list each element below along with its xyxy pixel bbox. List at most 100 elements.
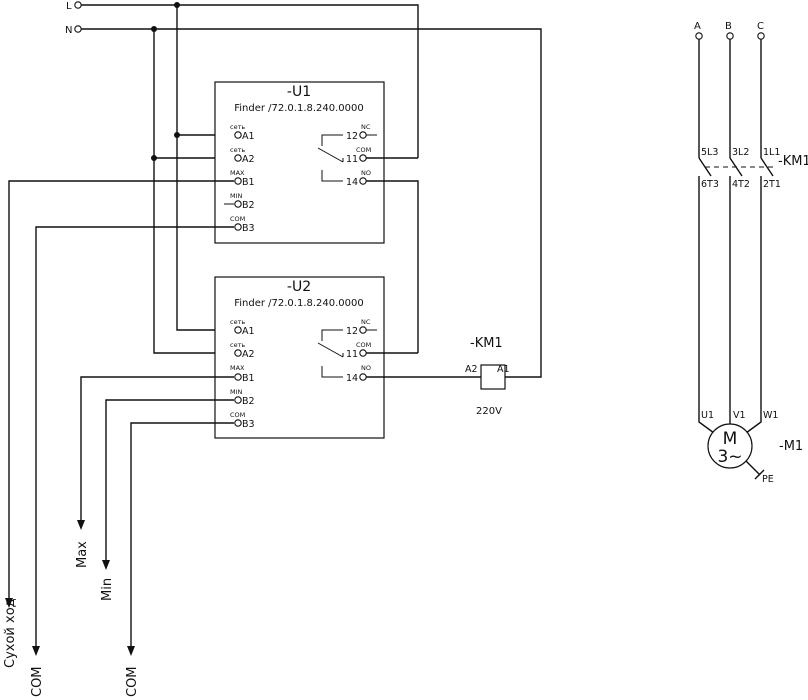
terminal-12 [359,326,367,334]
coil-title: -KM1 [470,336,503,351]
coil-body [480,364,506,390]
terminal-b1 [234,177,242,185]
terminal-a2 [234,154,242,162]
terminal-11 [359,154,367,162]
pin-a2: A2 [242,154,255,165]
pin-b3: B3 [242,419,255,430]
terminal-a1 [234,131,242,139]
coil-km1: -KM1 A2 A1 220V [465,336,510,417]
junction-dot [174,132,180,138]
pin-a1: A1 [242,326,255,337]
pin-tag: COM [230,215,245,223]
pin-12: 12 [346,131,358,142]
contact-no-line [321,170,343,182]
pin-tag: MAX [230,364,245,372]
phase-terminal [695,32,703,40]
relay-u1-model: Finder /72.0.1.8.240.0000 [234,103,364,114]
terminal-b2 [234,396,242,404]
contact-nc-line [321,329,343,341]
label-n: N [65,25,72,36]
junction-dot [151,26,157,32]
terminal-a1 [234,326,242,334]
terminal-14 [359,373,367,381]
label-l: L [66,1,72,12]
pin-a1: A1 [242,131,255,142]
pin-tag: сеть [230,318,245,326]
motor-m: M [723,429,738,449]
arrow [5,598,13,608]
contact-no-line [321,366,343,378]
pe-label: PE [762,474,774,485]
contactor-top-pin: 3L2 [732,147,749,158]
pin-b2: B2 [242,396,255,407]
coil-pin-a2: A2 [465,364,478,375]
phase-terminal [757,32,765,40]
probe-min: Min [100,578,115,601]
terminal-12 [359,131,367,139]
relay-u1-title: -U1 [287,84,311,100]
terminal-11 [359,349,367,357]
probe-max: Max [75,541,90,568]
terminal-b1 [234,373,242,381]
pin-tag: сеть [230,341,245,349]
arrow [127,646,135,656]
wire-n-to-a2 [153,29,234,354]
pe-bar [754,469,765,480]
pin-tag: NC [361,123,371,131]
probe-dry-run: Сухой ход [3,598,18,668]
pin-tag: COM [356,146,371,154]
wire-l [81,4,419,158]
pin-14: 14 [346,177,358,188]
pin-b2: B2 [242,200,255,211]
relay-u2: -U2 Finder /72.0.1.8.240.0000 сеть A1 се… [214,276,481,439]
wire-min [105,399,234,562]
phase-label: C [757,21,764,32]
pin-tag: COM [230,411,245,419]
wire-motor [745,176,762,434]
pin-tag: MAX [230,169,245,177]
pin-tag: MIN [230,388,243,396]
pe-wire [745,460,761,476]
motor-symbol [707,423,753,469]
wire-motor [698,176,715,434]
probe-com2: COM [125,666,140,697]
terminal-b3 [234,419,242,427]
pin-b1: B1 [242,373,255,384]
pin-tag: сеть [230,123,245,131]
arrow [102,560,110,570]
junction-dot [151,155,157,161]
contactor-bottom-pin: 2T1 [763,179,781,190]
pin-14: 14 [346,373,358,384]
arrow [77,520,85,530]
pin-tag: NO [361,364,371,372]
pin-b1: B1 [242,177,255,188]
motor-type: 3~ [717,447,742,467]
pin-12: 12 [346,326,358,337]
terminal-a2 [234,349,242,357]
coil-pin-a1: A1 [497,364,510,375]
probe-com1: COM [30,666,45,697]
relay-u2-title: -U2 [287,279,311,295]
relay-u2-body [214,276,385,439]
contactor-top-pin: 5L3 [701,147,718,158]
relay-u1-body [214,81,385,244]
contactor-bottom-pin: 6T3 [701,179,719,190]
power-circuit: A B C -KM1 5L3 3L2 1L1 6T3 4T2 2T1 U1 V1… [694,21,808,485]
pin-11: 11 [346,349,358,360]
contactor-label: -KM1 [778,154,808,169]
terminal-n [74,25,82,33]
phase-label: A [694,21,701,32]
pin-tag: COM [356,341,371,349]
contactor-top-pin: 1L1 [763,147,780,158]
probe-lines: Сухой ход COM Max Min COM [3,180,234,697]
wire-dry-run [8,180,234,600]
pin-tag: сеть [230,146,245,154]
terminal-l [74,1,82,9]
wire-com2 [130,422,234,648]
relay-u1: -U1 Finder /72.0.1.8.240.0000 сеть A1 се… [214,81,419,353]
contact-blade [317,147,344,163]
relay-u2-model: Finder /72.0.1.8.240.0000 [234,298,364,309]
main-contact [760,157,774,177]
wire-n [81,28,542,378]
junction-dot [174,2,180,8]
